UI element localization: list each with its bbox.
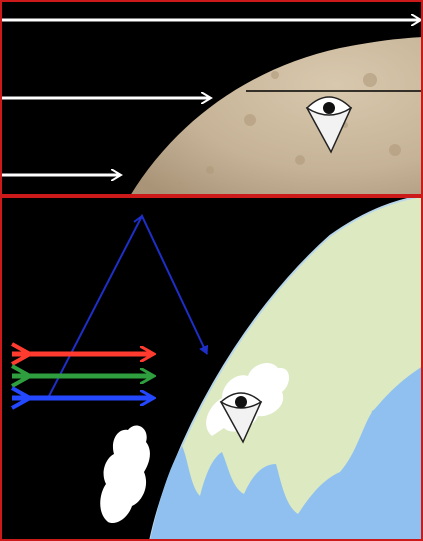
airless-body-panel xyxy=(0,0,423,196)
atmosphere-planet-panel xyxy=(0,196,423,541)
atmosphere-planet-illustration xyxy=(0,196,423,541)
airless-body-illustration xyxy=(0,0,423,196)
